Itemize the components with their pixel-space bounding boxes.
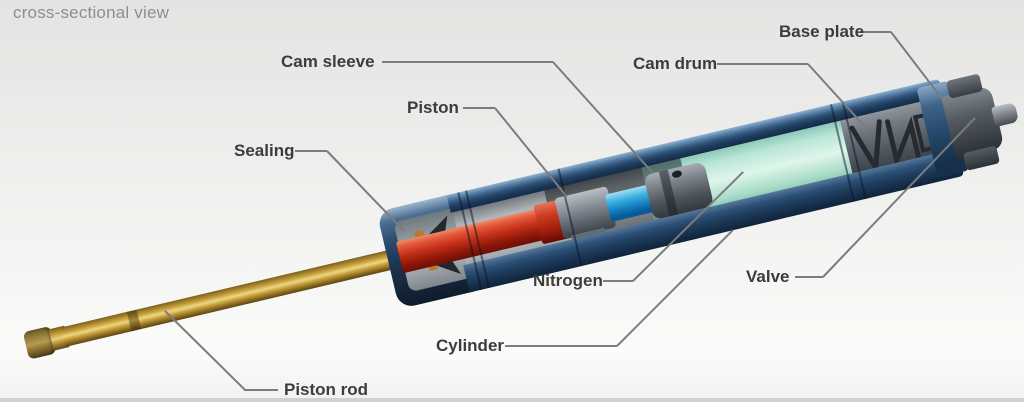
piston-rod-leader-line <box>244 389 278 391</box>
label-nitrogen: Nitrogen <box>533 271 603 290</box>
page-title: cross-sectional view <box>13 3 170 22</box>
label-sealing: Sealing <box>234 141 295 160</box>
piston-leader-line <box>463 107 495 109</box>
piston-rod-shape <box>60 244 418 347</box>
label-piston: Piston <box>407 98 459 117</box>
gas-spring-assembly <box>12 51 1024 402</box>
sealing-leader-line <box>295 150 327 152</box>
label-cylinder: Cylinder <box>436 336 505 355</box>
bottom-edge-shade <box>0 398 1024 402</box>
label-cam-sleeve: Cam sleeve <box>281 52 375 71</box>
label-base-plate: Base plate <box>779 22 865 41</box>
cam-drum-leader-line <box>717 63 808 65</box>
label-piston-rod: Piston rod <box>284 380 369 399</box>
valve-pin-shape <box>991 102 1019 128</box>
label-valve: Valve <box>746 267 790 286</box>
base-plate-leader-line <box>860 31 891 33</box>
label-cam-drum: Cam drum <box>633 54 718 73</box>
nitrogen-leader-line <box>603 280 633 282</box>
valve-leader-line <box>795 276 823 278</box>
cylinder-leader-line <box>505 345 617 347</box>
cam-sleeve-leader-line <box>382 61 553 63</box>
